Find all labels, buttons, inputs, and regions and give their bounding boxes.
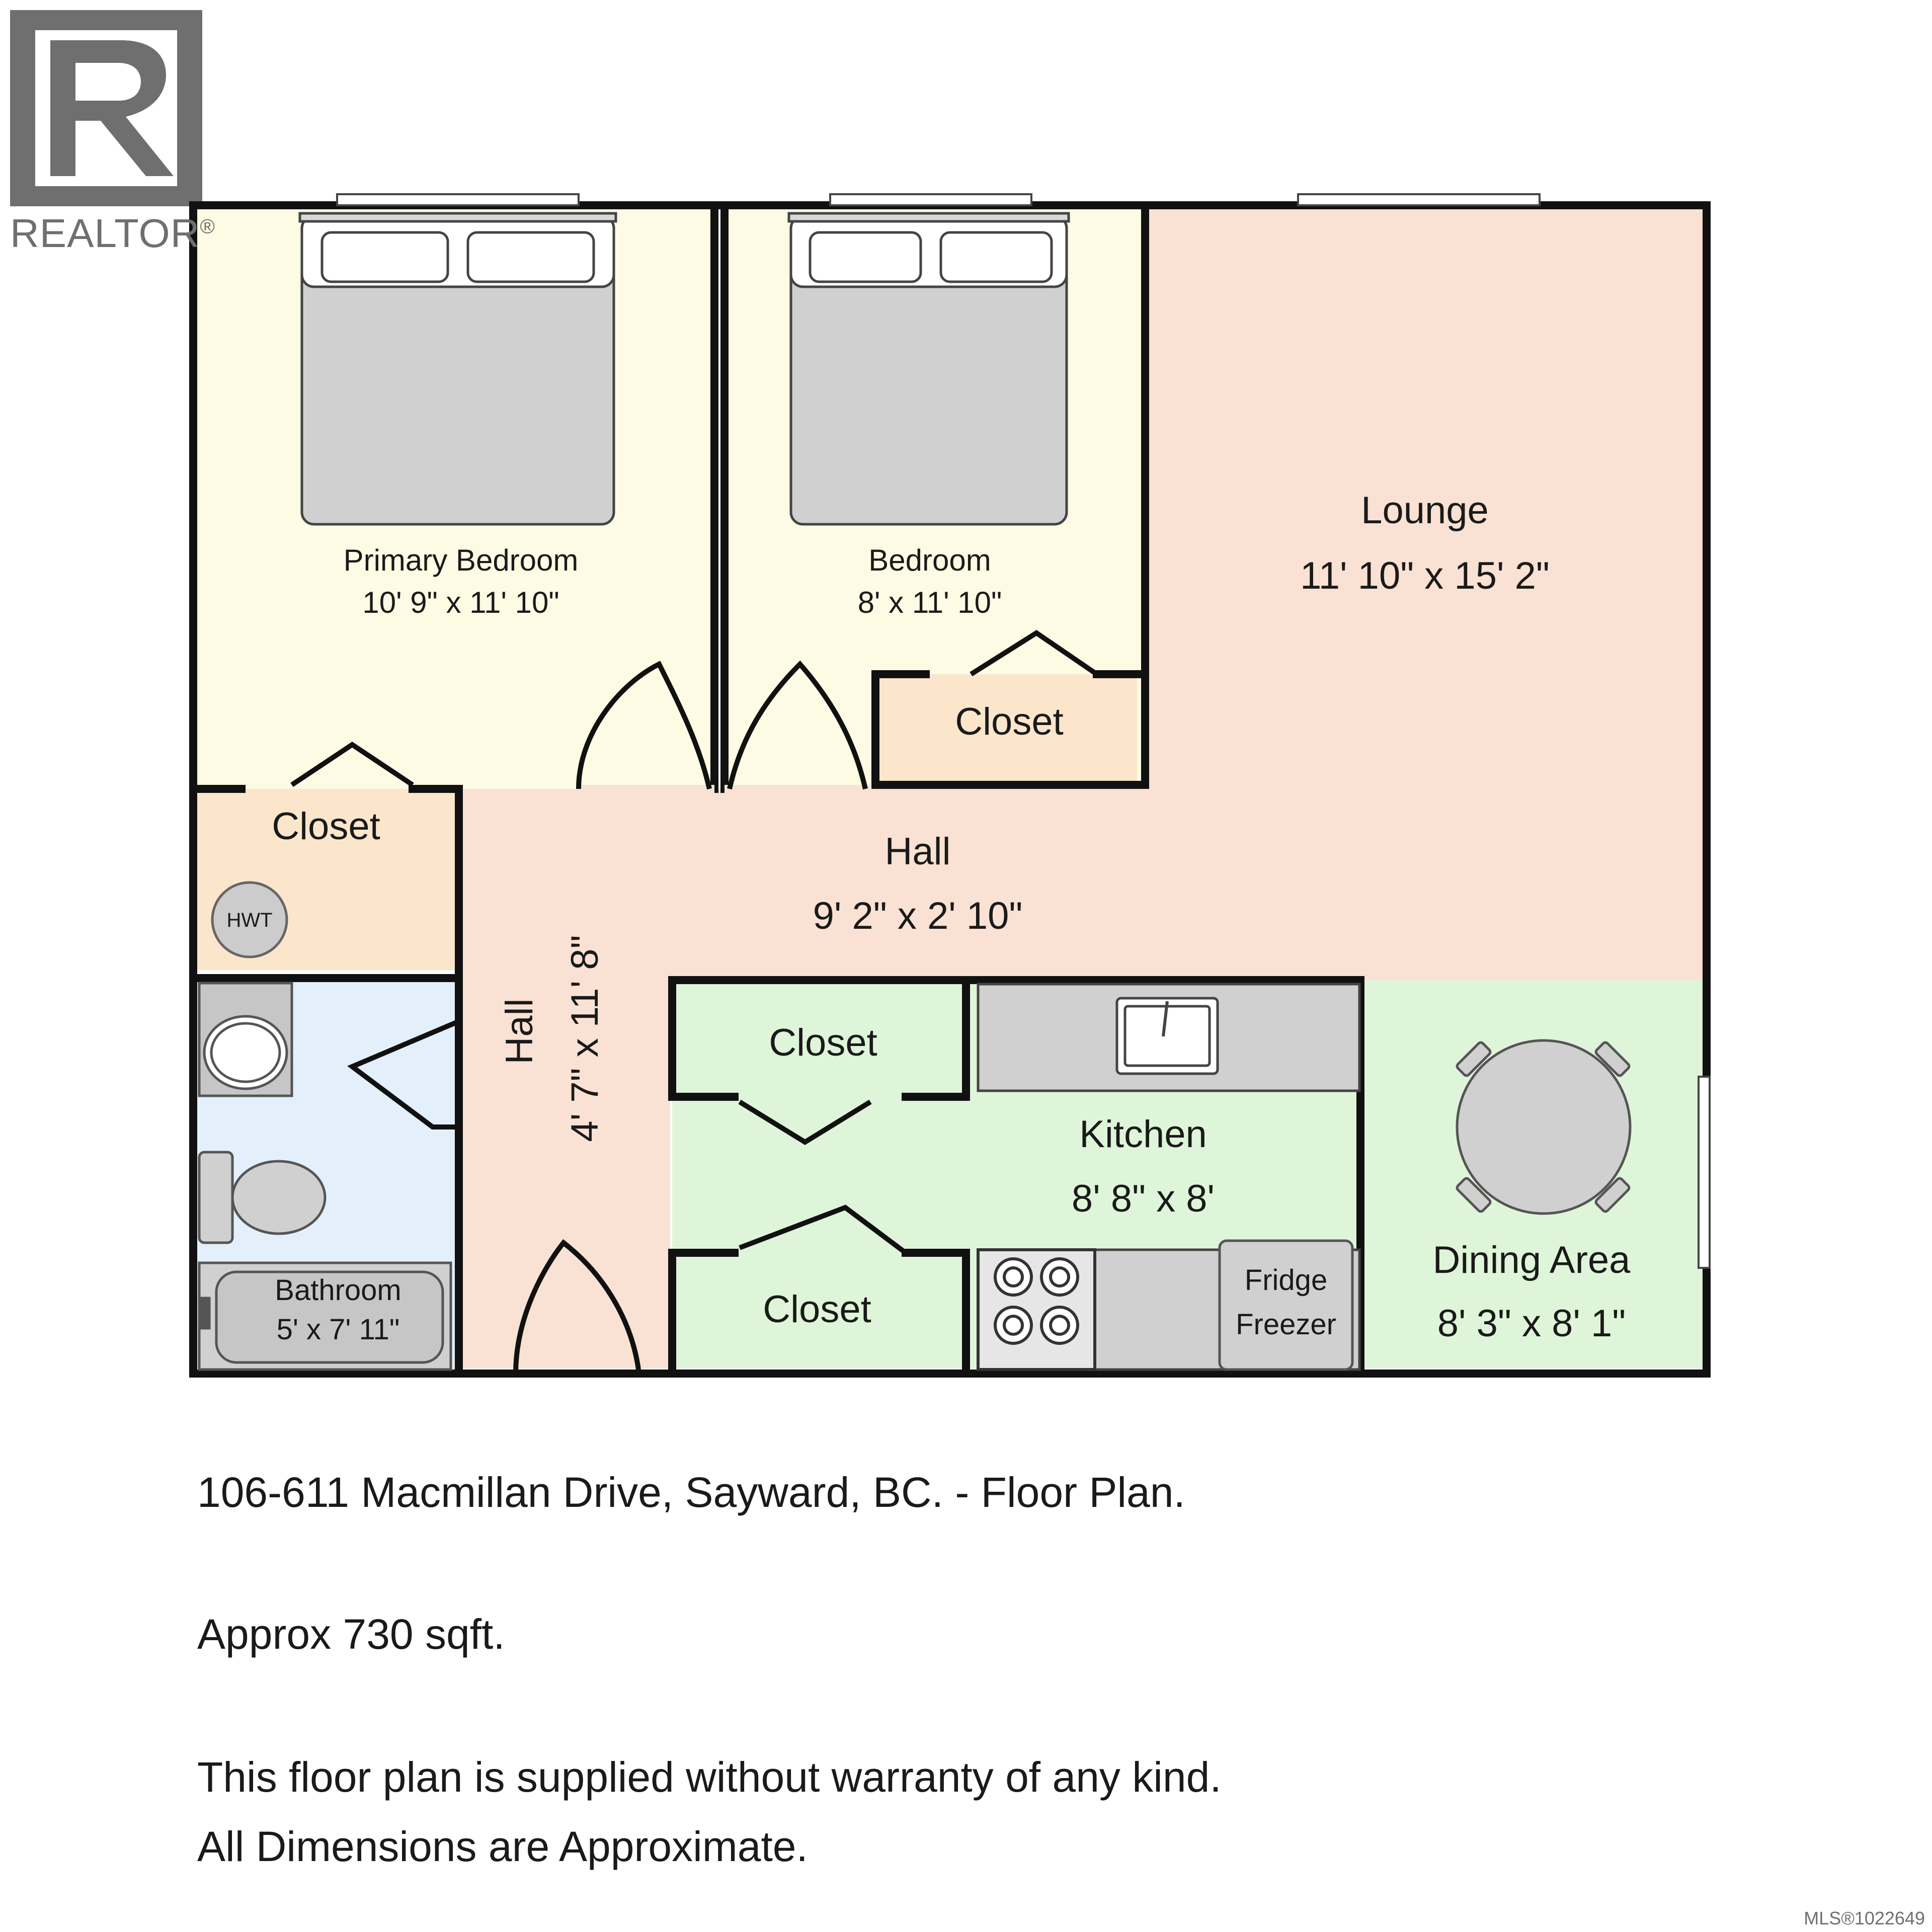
primary-bedroom-dims: 10' 9" x 11' 10" <box>362 586 559 619</box>
fridge-label-line1: Fridge <box>1245 1264 1327 1297</box>
disclaimer-caption-2: All Dimensions are Approximate. <box>197 1823 808 1870</box>
kitchen-dims: 8' 8" x 8' <box>1072 1177 1215 1220</box>
bedroom-bed-icon <box>787 212 1070 526</box>
bathroom-name: Bathroom <box>275 1274 401 1307</box>
closet-primary-label: Closet <box>272 805 380 848</box>
bathroom-dims: 5' x 7' 11" <box>277 1313 400 1346</box>
primary-bed-icon <box>298 212 617 526</box>
doors <box>290 630 1098 1374</box>
hwt-label: HWT <box>226 909 272 931</box>
closet-kitchen-bottom-label: Closet <box>763 1288 871 1331</box>
mls-number: MLS®1022649 <box>1804 1908 1925 1928</box>
hall-main-dims: 9' 2" x 2' 10" <box>813 895 1023 937</box>
walls <box>189 201 1711 1378</box>
dining-name: Dining Area <box>1433 1239 1631 1281</box>
fridge-label-line2: Freezer <box>1236 1308 1336 1341</box>
fridge-icon <box>1218 1239 1354 1371</box>
hall-vertical-dims: 4' 7" x 11' 8" <box>564 935 606 1142</box>
realtor-logo-text: REALTOR® <box>10 210 215 257</box>
dining-table-icon <box>1456 1039 1632 1215</box>
stove-icon <box>977 1248 1096 1371</box>
kitchen-counter-top <box>977 983 1361 1092</box>
bathroom-fixtures-icon <box>198 982 452 1371</box>
closet-bed2-label: Closet <box>955 700 1063 743</box>
realtor-logo <box>10 10 202 206</box>
closet-bed2-area <box>875 674 1137 785</box>
lounge-name: Lounge <box>1361 489 1489 532</box>
closet-kitchen-top-label: Closet <box>769 1021 877 1064</box>
realtor-wordmark: REALTOR <box>10 211 200 256</box>
primary-bedroom-name: Primary Bedroom <box>344 543 579 577</box>
windows <box>336 193 1711 1269</box>
dining-dims: 8' 3" x 8' 1" <box>1437 1302 1626 1345</box>
bedroom-name: Bedroom <box>868 543 991 577</box>
disclaimer-caption-1: This floor plan is supplied without warr… <box>197 1753 1222 1801</box>
hot-water-tank-icon <box>211 881 288 958</box>
sink-icon <box>1162 1001 1169 1037</box>
bedroom-dims: 8' x 11' 10" <box>858 586 1002 619</box>
realtor-reg-mark: ® <box>200 215 215 238</box>
kitchen-name: Kitchen <box>1079 1113 1207 1156</box>
hall-vertical-area <box>459 789 670 1369</box>
address-caption: 106-611 Macmillan Drive, Sayward, BC. - … <box>197 1469 1185 1516</box>
lounge-area <box>1147 205 1705 980</box>
area-caption: Approx 730 sqft. <box>197 1611 505 1658</box>
hall-vertical-name: Hall <box>498 999 541 1065</box>
lounge-dims: 11' 10" x 15' 2" <box>1300 554 1550 597</box>
hall-main-name: Hall <box>885 830 951 873</box>
